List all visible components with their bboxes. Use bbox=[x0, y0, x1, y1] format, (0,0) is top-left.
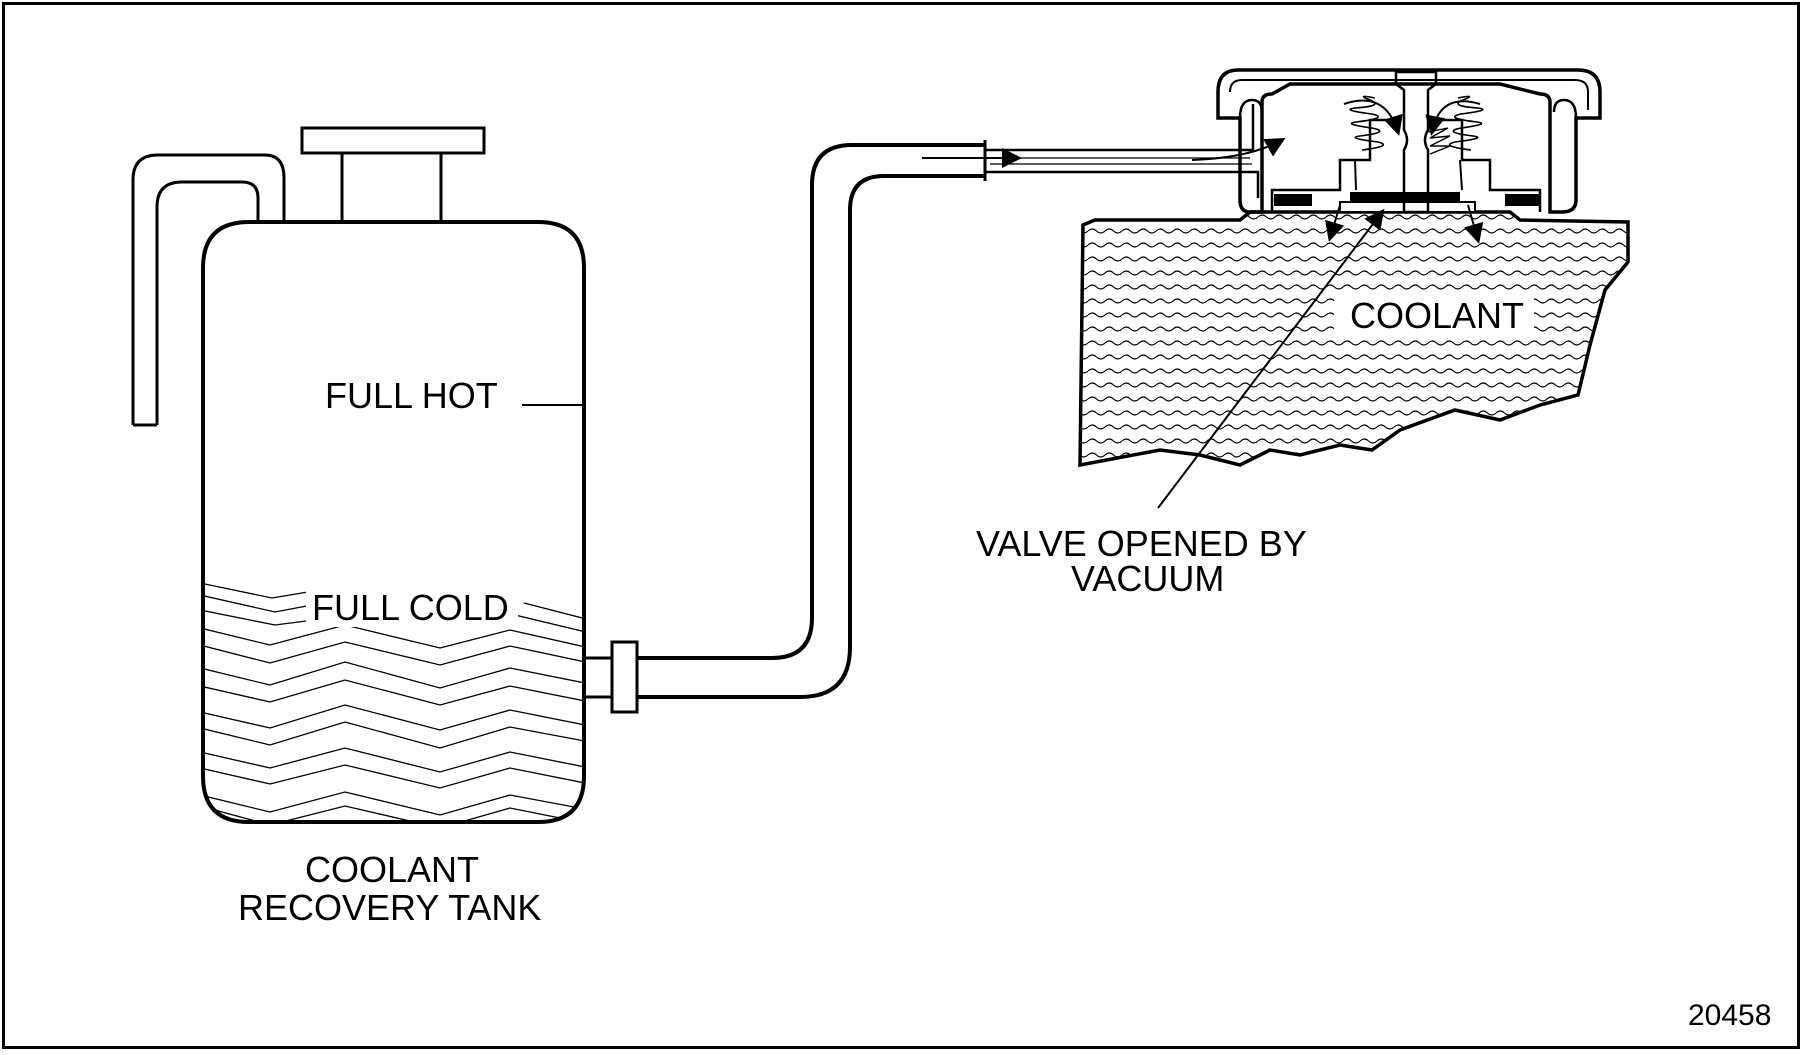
air-flow-arrow-icon bbox=[1463, 204, 1484, 244]
pressure-cap bbox=[1216, 68, 1602, 244]
air-flow-arrow-icon bbox=[1354, 159, 1357, 191]
tank-caption-line1: COOLANT bbox=[305, 849, 479, 890]
air-flow-arrow-icon bbox=[1425, 100, 1481, 136]
recovery-tank: FULL HOT FULL COLD bbox=[131, 126, 639, 824]
full-cold-label: FULL COLD bbox=[312, 587, 509, 628]
full-hot-label: FULL HOT bbox=[325, 375, 498, 416]
tank-body bbox=[201, 220, 586, 824]
filler-cap bbox=[300, 126, 486, 155]
hose-fitting bbox=[610, 640, 639, 714]
vent-tube bbox=[131, 153, 286, 425]
valve-label-line1: VALVE OPENED BY bbox=[976, 523, 1307, 564]
valve-leader bbox=[1157, 208, 1385, 509]
tank-coolant-level bbox=[203, 582, 584, 822]
valve-label-line2: VACUUM bbox=[1071, 558, 1224, 599]
overflow-hose bbox=[637, 104, 1286, 699]
flow-arrow-icon bbox=[1191, 138, 1286, 161]
tank-caption-line2: RECOVERY TANK bbox=[238, 887, 541, 928]
figure-number: 20458 bbox=[1688, 999, 1771, 1032]
coolant-label: COOLANT bbox=[1350, 295, 1524, 336]
air-flow-arrow-icon bbox=[1343, 99, 1403, 136]
upper-seal bbox=[1274, 194, 1312, 206]
valve-stem bbox=[1394, 70, 1438, 214]
radiator-tank: COOLANT bbox=[1078, 210, 1630, 468]
